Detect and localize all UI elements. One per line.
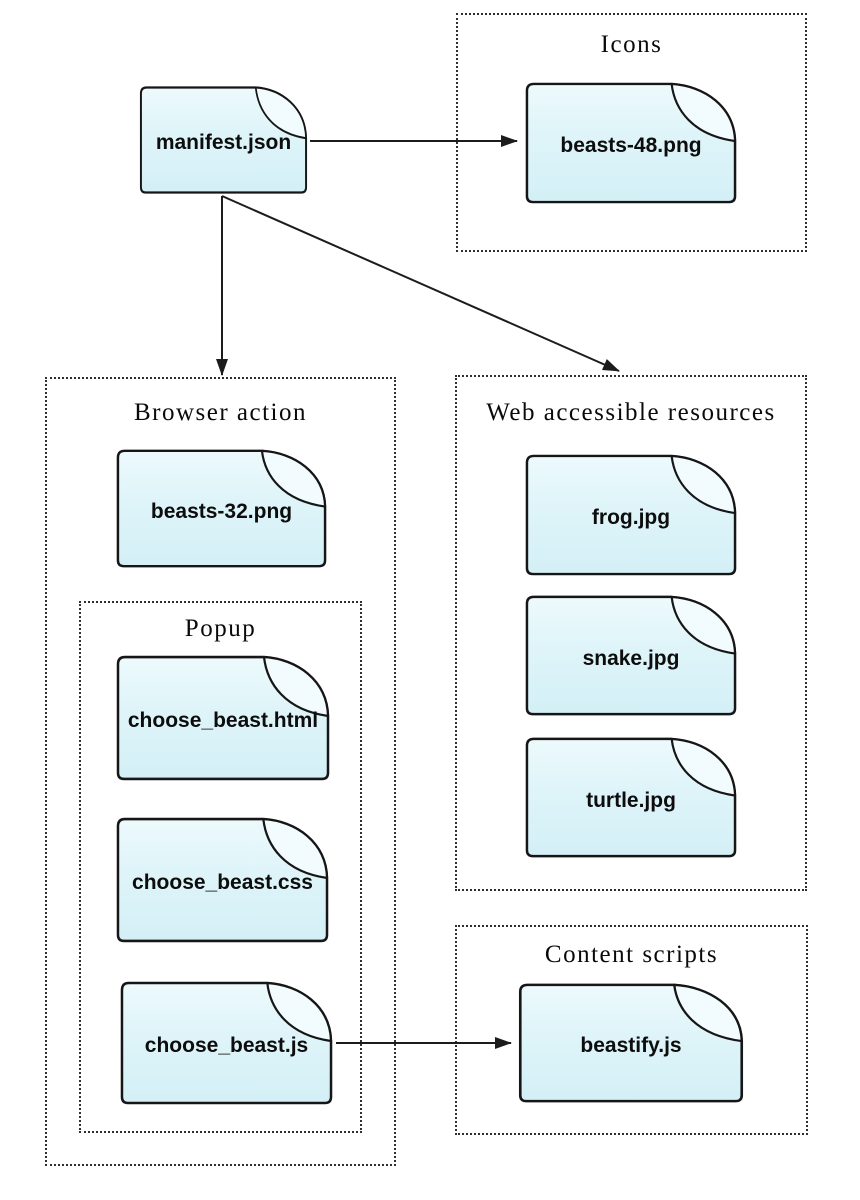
group-web-accessible-resources-title: Web accessible resources [486,399,776,426]
file-node-snake-jpg: snake.jpg [522,593,740,718]
file-node-turtle-jpg: turtle.jpg [522,735,740,860]
file-label: beasts-48.png [560,134,702,157]
document-folded-corner-icon [139,86,308,194]
document-folded-corner-icon [116,449,327,568]
file-node-beasts-48-png: beasts-48.png [522,80,740,206]
file-node-choose-beast-js: choose_beast.js [117,979,336,1107]
file-label: turtle.jpg [586,788,676,812]
document-folded-corner-icon [518,983,744,1103]
group-browser-action-title: Browser action [133,399,308,426]
file-node-frog-jpg: frog.jpg [522,452,740,578]
group-popup: Popup [79,601,362,1133]
document-folded-corner-icon [120,981,333,1105]
group-content-scripts: Content scripts [455,925,808,1135]
file-label: choose_beast.js [144,1034,309,1057]
file-node-beasts-32-png: beasts-32.png [113,447,330,570]
group-browser-action: Browser action [45,377,396,1166]
file-node-manifest-json: manifest.json [137,84,310,196]
group-content-scripts-title: Content scripts [544,941,719,968]
file-label: beasts-32.png [150,499,293,523]
group-popup-title: Popup [184,615,257,642]
file-label: snake.jpg [582,646,680,670]
file-label: frog.jpg [591,506,671,529]
document-folded-corner-icon [525,737,737,858]
file-node-beastify-js: beastify.js [515,981,747,1105]
group-icons: Icons [456,13,807,252]
file-label: beastify.js [580,1034,682,1057]
document-folded-corner-icon [525,454,737,576]
group-web-accessible-resources: Web accessible resources [455,375,807,891]
file-label: choose_beast.html [127,709,319,732]
file-label: choose_beast.css [132,871,313,894]
file-node-choose-beast-html: choose_beast.html [113,653,333,783]
document-folded-corner-icon [116,817,329,943]
file-label: manifest.json [155,131,292,154]
group-icons-title: Icons [600,31,663,58]
document-folded-corner-icon [116,655,330,781]
file-node-choose-beast-css: choose_beast.css [113,815,332,945]
document-folded-corner-icon [525,595,737,716]
